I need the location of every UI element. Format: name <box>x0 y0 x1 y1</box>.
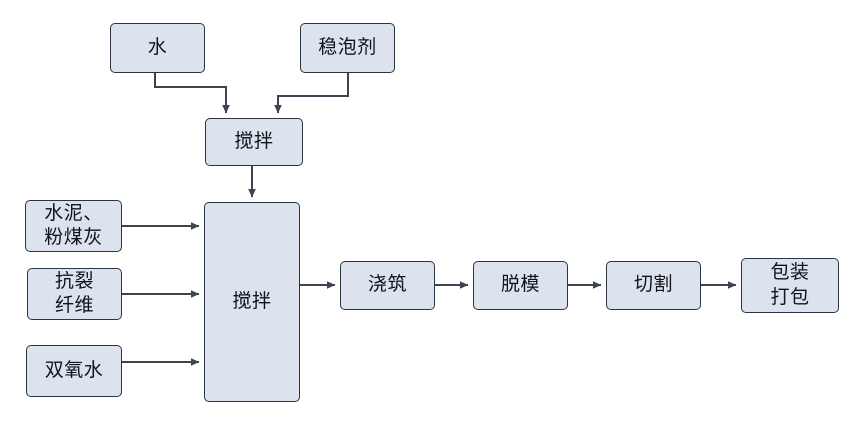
node-hydrogen-peroxide[interactable]: 双氧水 <box>26 345 122 397</box>
node-cutting[interactable]: 切割 <box>606 261 701 310</box>
edge-foam-to-mix1 <box>274 73 349 114</box>
node-water[interactable]: 水 <box>110 23 205 73</box>
edge-water-to-mix1 <box>154 73 230 114</box>
node-mix-1[interactable]: 搅拌 <box>205 118 303 166</box>
node-demolding[interactable]: 脱模 <box>473 261 568 310</box>
node-anticrack-fiber[interactable]: 抗裂 纤维 <box>27 268 122 320</box>
node-mix-2[interactable]: 搅拌 <box>204 202 300 402</box>
node-packaging[interactable]: 包装 打包 <box>741 258 839 313</box>
node-foam-stabilizer[interactable]: 稳泡剂 <box>300 23 395 73</box>
node-cement-flyash[interactable]: 水泥、 粉煤灰 <box>25 200 122 252</box>
node-pouring[interactable]: 浇筑 <box>340 261 435 310</box>
